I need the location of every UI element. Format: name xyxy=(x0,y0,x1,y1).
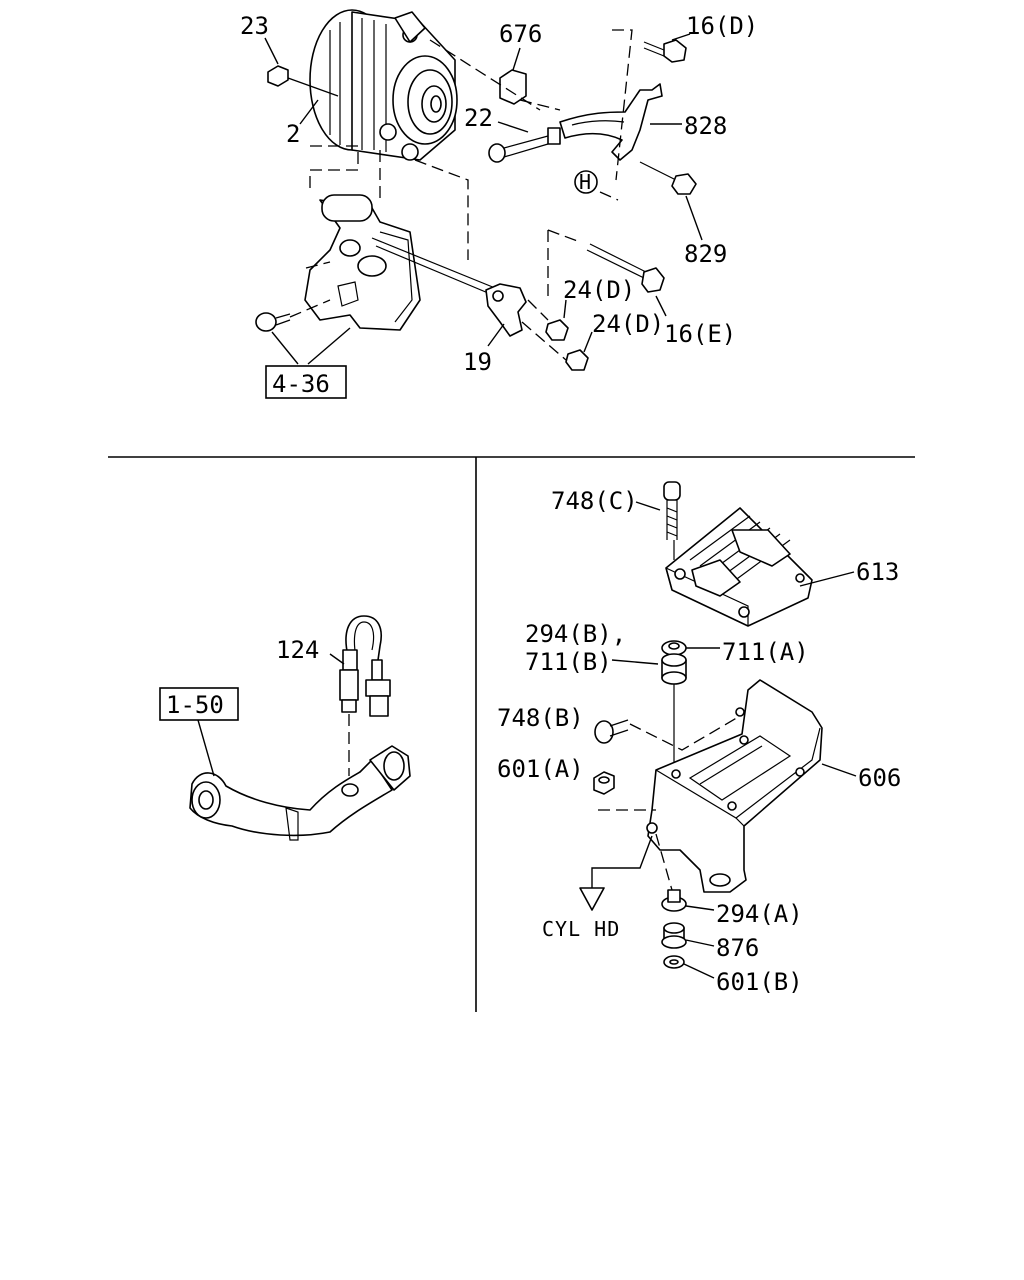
callout-124: 124 xyxy=(276,636,319,664)
spacer-711b xyxy=(661,653,687,685)
cyl-hd-arrow xyxy=(579,835,653,911)
callout-23: 23 xyxy=(240,12,269,40)
callout-24d-b: 24(D) xyxy=(592,310,664,338)
bracket-606 xyxy=(646,679,823,893)
adjusting-bracket-828 xyxy=(559,83,663,161)
plate-19 xyxy=(485,283,527,337)
callout-711a: 711(A) xyxy=(722,638,809,666)
oxygen-sensor-124 xyxy=(339,615,391,717)
callout-748c: 748(C) xyxy=(551,487,638,515)
screw-748c xyxy=(663,481,681,540)
callout-cyl-hd: CYL HD xyxy=(542,917,620,941)
callout-h: H xyxy=(579,170,592,194)
callout-1-50: 1-50 xyxy=(166,691,224,719)
grommet-294a xyxy=(661,889,687,912)
grommet-711a xyxy=(661,640,687,656)
callout-4-36: 4-36 xyxy=(272,370,330,398)
reference-box-1-50 xyxy=(159,687,239,721)
callout-606: 606 xyxy=(858,764,901,792)
control-module-613 xyxy=(665,507,813,627)
reference-box-4-36 xyxy=(265,365,347,399)
nut-601a xyxy=(593,771,615,795)
callout-601a: 601(A) xyxy=(497,755,584,783)
bolt-24d-b xyxy=(565,349,589,371)
callout-22: 22 xyxy=(464,104,493,132)
nut-23 xyxy=(264,37,289,87)
callout-676: 676 xyxy=(499,20,542,48)
callout-19: 19 xyxy=(463,348,492,376)
alternator-assembly xyxy=(309,9,458,161)
nut-601b xyxy=(663,955,685,969)
alternator-mount-bracket xyxy=(304,194,421,331)
bolt-4-36 xyxy=(255,299,331,332)
bolt-24d-a xyxy=(545,319,569,341)
spacer-676 xyxy=(499,47,527,105)
bolt-22 xyxy=(488,127,561,163)
callout-828: 828 xyxy=(684,112,727,140)
callout-613: 613 xyxy=(856,558,899,586)
exhaust-pipe xyxy=(189,745,411,841)
callout-16e: 16(E) xyxy=(664,320,736,348)
bolt-829 xyxy=(639,161,703,241)
callout-294b: 294(B), xyxy=(525,620,626,648)
callout-711b: 711(B) xyxy=(525,648,612,676)
spacer-876 xyxy=(661,922,687,949)
bolt-748b xyxy=(594,719,629,744)
callout-16d: 16(D) xyxy=(686,12,758,40)
callout-829: 829 xyxy=(684,240,727,268)
bolt-16e xyxy=(586,243,665,293)
reference-h-symbol xyxy=(574,170,598,194)
callout-748b: 748(B) xyxy=(497,704,584,732)
callout-601b: 601(B) xyxy=(716,968,803,996)
callout-2: 2 xyxy=(286,120,300,148)
bolt-16d-top xyxy=(643,39,687,63)
callout-876: 876 xyxy=(716,934,759,962)
callout-294a: 294(A) xyxy=(716,900,803,928)
callout-24d-a: 24(D) xyxy=(563,276,635,304)
